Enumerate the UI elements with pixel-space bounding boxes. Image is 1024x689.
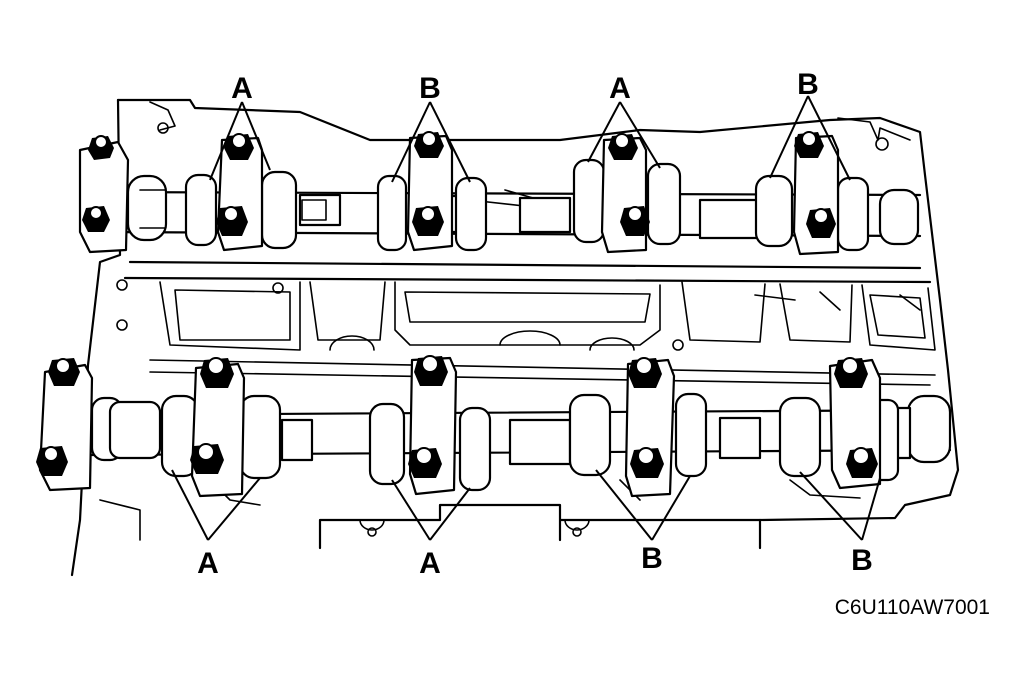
- callout-leaders: [171, 95, 881, 541]
- bottom-cap-bolts: [36, 355, 878, 478]
- top-cap-bolts: [82, 131, 836, 238]
- callout-bottom-4: B: [851, 544, 873, 577]
- callout-top-2: B: [419, 72, 441, 105]
- callout-top-1: A: [231, 72, 253, 105]
- bottom-bearing-caps: [36, 355, 882, 498]
- callout-bottom-3: B: [641, 542, 663, 575]
- top-bearing-caps: [78, 131, 840, 256]
- callout-top-3: A: [609, 72, 631, 105]
- callout-labels: A B A B A A B B: [197, 68, 873, 580]
- callout-bottom-2: A: [419, 547, 441, 580]
- figure-code: C6U110AW7001: [835, 596, 990, 619]
- callout-bottom-1: A: [197, 547, 219, 580]
- head-web-structure: [123, 189, 936, 506]
- callout-top-4: B: [797, 68, 819, 101]
- bottom-camshaft: [88, 392, 952, 492]
